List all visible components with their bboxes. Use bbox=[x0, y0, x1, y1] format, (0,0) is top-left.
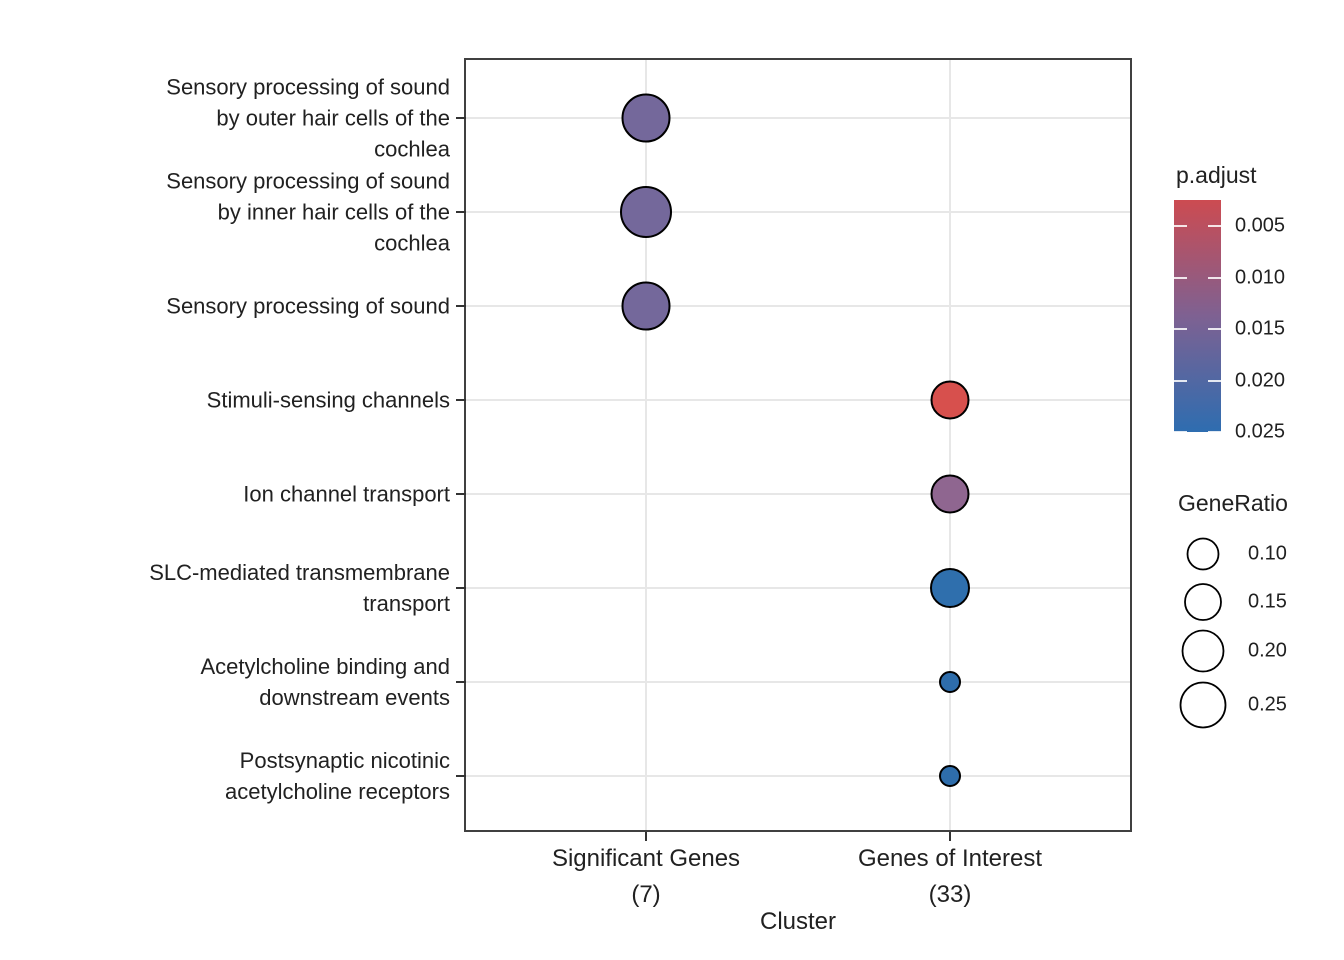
colorbar-tick-dash bbox=[1174, 276, 1187, 279]
y-axis-label-acetylcholine-binding: Acetylcholine binding and downstream eve… bbox=[200, 654, 450, 710]
legend-title-gene-ratio: GeneRatio bbox=[1178, 490, 1288, 516]
y-axis-tick bbox=[456, 305, 466, 307]
p-adjust-colorbar bbox=[1174, 200, 1221, 432]
legend-title-p-adjust: p.adjust bbox=[1176, 162, 1257, 188]
x-axis-label-significant-genes: Significant Genes (7) bbox=[551, 845, 741, 908]
y-axis-label-outer-hair-cells: Sensory processing of sound by outer hai… bbox=[166, 74, 450, 162]
gene-ratio-size-circle bbox=[1179, 681, 1227, 729]
y-axis-tick bbox=[456, 117, 466, 119]
plot-panel bbox=[464, 58, 1132, 832]
x-axis-tick bbox=[949, 832, 951, 841]
y-axis-label-slc-mediated: SLC-mediated transmembrane transport bbox=[149, 560, 450, 616]
gene-ratio-size-circle bbox=[1184, 583, 1222, 621]
data-point-bubble bbox=[620, 186, 672, 238]
colorbar-tick-label: 0.010 bbox=[1235, 266, 1286, 288]
plot-area-svg bbox=[466, 60, 1130, 830]
gene-ratio-circle-glyph bbox=[1186, 537, 1220, 571]
colorbar-tick-label: 0.005 bbox=[1235, 214, 1286, 237]
colorbar-tick-label: 0.015 bbox=[1235, 317, 1286, 340]
colorbar-tick-dash bbox=[1174, 225, 1187, 227]
x-axis-tick bbox=[645, 832, 647, 841]
colorbar-tick-dash bbox=[1174, 328, 1187, 330]
y-axis-tick bbox=[456, 493, 466, 495]
gene-ratio-tick-label: 0.10 bbox=[1248, 542, 1287, 565]
y-axis-tick bbox=[456, 587, 466, 589]
x-axis-label-genes-of-interest: Genes of Interest (33) bbox=[857, 845, 1043, 908]
gene-ratio-tick-label: 0.25 bbox=[1248, 693, 1287, 716]
gene-ratio-tick-label: 0.15 bbox=[1248, 590, 1287, 613]
x-axis-title: Cluster bbox=[759, 908, 837, 935]
colorbar-tick-dash bbox=[1208, 431, 1221, 432]
colorbar-tick-label: 0.025 bbox=[1235, 420, 1286, 443]
colorbar-tick-dash bbox=[1208, 276, 1221, 279]
gene-ratio-size-circle bbox=[1181, 629, 1225, 673]
data-point-bubble bbox=[930, 380, 970, 420]
data-point-bubble bbox=[930, 474, 970, 514]
colorbar-tick-label: 0.020 bbox=[1235, 369, 1286, 391]
data-point-bubble bbox=[939, 765, 961, 787]
colorbar-tick-dash bbox=[1174, 431, 1187, 432]
colorbar-tick-dash bbox=[1174, 379, 1187, 382]
gene-ratio-circle-glyph bbox=[1184, 583, 1222, 621]
gene-ratio-size-circle bbox=[1186, 537, 1220, 571]
y-axis-tick bbox=[456, 775, 466, 777]
y-axis-label-postsynaptic-nicotinic: Postsynaptic nicotinic acetylcholine rec… bbox=[224, 748, 450, 804]
colorbar-tick-dash bbox=[1208, 328, 1221, 330]
gene-ratio-circle-glyph bbox=[1179, 681, 1227, 729]
colorbar-tick-dash bbox=[1208, 225, 1221, 227]
data-point-bubble bbox=[621, 93, 671, 143]
y-axis-tick bbox=[456, 681, 466, 683]
data-point-bubble bbox=[939, 671, 961, 693]
gene-ratio-tick-label: 0.20 bbox=[1248, 639, 1287, 662]
y-axis-tick bbox=[456, 211, 466, 213]
y-axis-label-stimuli-sensing: Stimuli-sensing channels bbox=[206, 387, 450, 413]
colorbar-tick-dash bbox=[1208, 379, 1221, 382]
data-point-bubble bbox=[930, 568, 970, 608]
y-axis-tick bbox=[456, 399, 466, 401]
y-axis-label-sensory-processing: Sensory processing of sound bbox=[166, 293, 450, 319]
y-axis-label-ion-channel: Ion channel transport bbox=[243, 481, 450, 507]
data-point-bubble bbox=[621, 281, 671, 331]
y-axis-label-inner-hair-cells: Sensory processing of sound by inner hai… bbox=[166, 168, 450, 256]
gene-ratio-circle-glyph bbox=[1181, 629, 1225, 673]
